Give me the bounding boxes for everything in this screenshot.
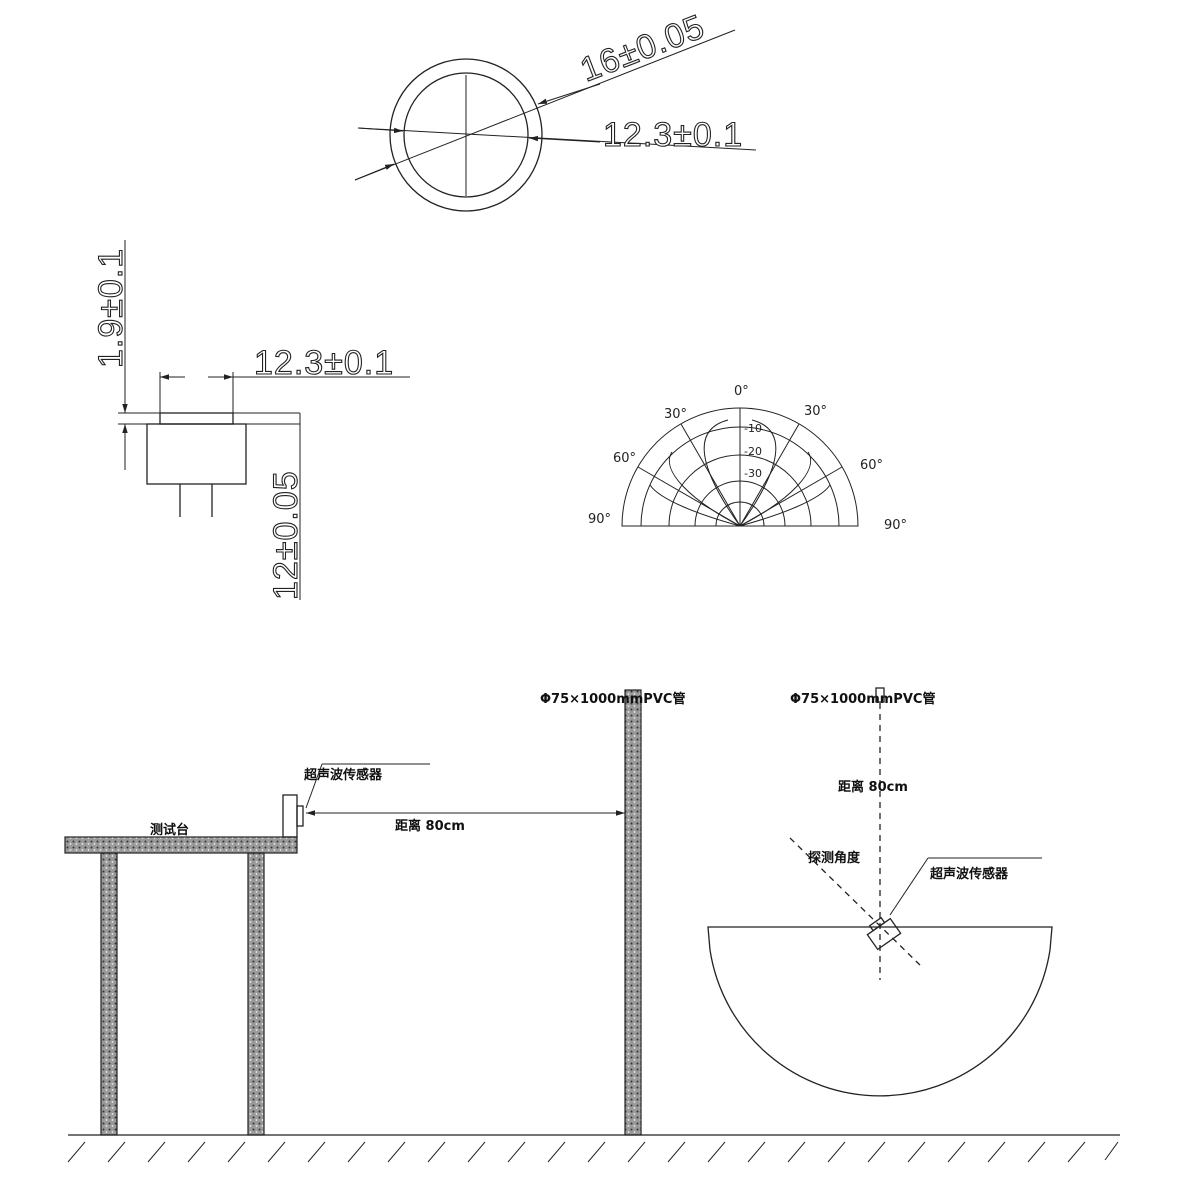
directivity-chart: 0° 30° 30° 60° 60° 90° 90° -10 -20 -30 — [588, 384, 907, 533]
distance-label-right: 距离 80cm — [838, 779, 908, 795]
test-setup: 测试台 超声波传感器 距离 80cm Φ75×1000mmPVC管 — [64, 689, 685, 1136]
inner-circle — [403, 72, 529, 198]
inner-dim-leader — [357, 127, 757, 151]
distance-label-left: 距离 80cm — [395, 818, 465, 834]
db-10: -10 — [744, 422, 762, 435]
outer-dim-label: 16±0.05 — [575, 8, 710, 90]
sensor-body — [146, 423, 247, 485]
sensor-label-right: 超声波传感器 — [930, 866, 1009, 882]
inner-dim-label: 12.3±0.1 — [603, 116, 743, 154]
pvc-pipe-right — [875, 687, 885, 703]
height-dim-label: 1.9±0.1 — [92, 248, 130, 368]
db-30: -30 — [744, 467, 762, 480]
ground — [67, 1134, 1120, 1163]
pipe-label-left: Φ75×1000mmPVC管 — [540, 691, 685, 707]
angle-30-right: 30° — [804, 404, 827, 419]
bench-label: 测试台 — [150, 822, 189, 838]
sensor-cap — [159, 412, 234, 425]
pvc-pipe-left — [624, 689, 642, 1136]
length-dim-label: 12±0.05 — [267, 470, 305, 600]
test-bench-top — [64, 836, 298, 854]
test-bench-leg-left — [100, 852, 118, 1136]
angle-30-left: 30° — [664, 407, 687, 422]
outer-circle — [389, 58, 543, 212]
angle-axis-right — [789, 837, 921, 966]
top-view: 16±0.05 12.3±0.1 — [354, 7, 757, 212]
sensor-label-left: 超声波传感器 — [304, 767, 383, 783]
test-bench-leg-right — [247, 852, 265, 1136]
half-sphere — [707, 926, 1053, 1097]
side-view: 12.3±0.1 1.9±0.1 12±0.05 — [91, 240, 410, 601]
angle-90-left: 90° — [588, 512, 611, 527]
outer-dim-leader — [354, 29, 736, 181]
sensor-left — [282, 794, 298, 838]
pipe-label-right: Φ75×1000mmPVC管 — [790, 691, 935, 707]
angle-90-right: 90° — [884, 518, 907, 533]
angle-60-left: 60° — [613, 451, 636, 466]
width-dim-label: 12.3±0.1 — [254, 344, 394, 382]
angle-60-right: 60° — [860, 458, 883, 473]
angle-label: 探测角度 — [808, 850, 861, 866]
angle-0: 0° — [734, 384, 749, 399]
angle-setup: Φ75×1000mmPVC管 距离 80cm 探测角度 超声波传感器 — [707, 687, 1053, 1097]
db-20: -20 — [744, 445, 762, 458]
polar-outer-arc — [621, 407, 859, 527]
